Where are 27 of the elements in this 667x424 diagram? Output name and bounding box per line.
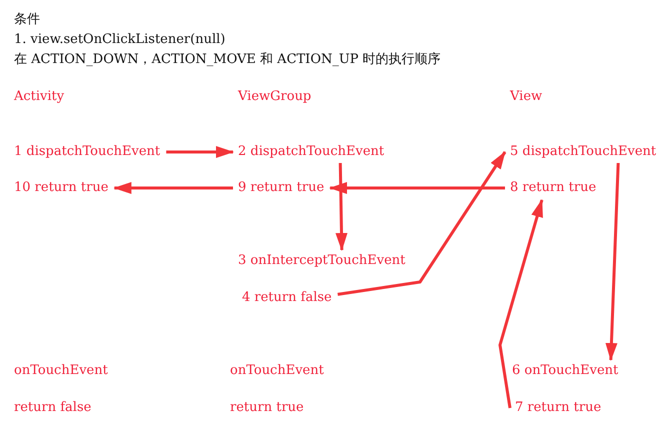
arrow [166, 146, 234, 158]
column-heading: ViewGroup [238, 88, 312, 106]
arrow [336, 162, 348, 251]
step-label: 9 return true [238, 179, 324, 197]
heading: 条件 [14, 11, 40, 29]
column-heading: Activity [14, 88, 64, 106]
condition-text: 1. view.setOnClickListener(null) [14, 31, 226, 49]
step-label: 2 dispatchTouchEvent [238, 143, 384, 161]
step-label: 10 return true [14, 179, 108, 197]
return-label: return true [230, 399, 304, 417]
return-label: return false [14, 399, 92, 417]
step-label: 8 return true [510, 179, 596, 197]
method-label: onTouchEvent [230, 362, 324, 380]
step-label: 4 return false [242, 289, 332, 307]
arrow [329, 182, 505, 194]
arrow [498, 199, 544, 408]
method-label: onTouchEvent [14, 362, 108, 380]
arrow [337, 151, 506, 296]
arrow [605, 162, 620, 361]
arrow [113, 182, 233, 194]
step-label: 5 dispatchTouchEvent [510, 143, 656, 161]
description-text: 在 ACTION_DOWN，ACTION_MOVE 和 ACTION_UP 时的执行顺序 [14, 51, 441, 69]
step-label: 7 return true [515, 399, 602, 417]
column-heading: View [510, 88, 542, 106]
step-label: 1 dispatchTouchEvent [14, 143, 160, 161]
step-label: 6 onTouchEvent [512, 362, 618, 380]
step-label: 3 onInterceptTouchEvent [238, 252, 406, 270]
